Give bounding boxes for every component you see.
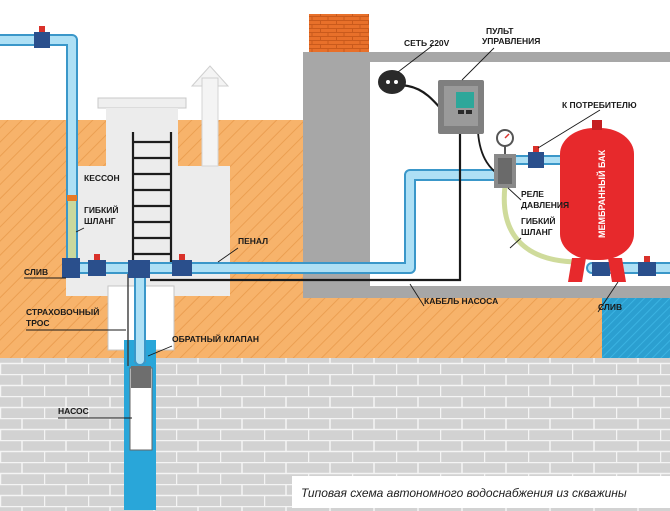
power-socket-icon bbox=[378, 70, 406, 94]
well bbox=[107, 285, 175, 510]
label-hose-left-2: ШЛАНГ bbox=[84, 216, 116, 226]
label-drain-right: СЛИВ bbox=[598, 302, 622, 312]
valve-consumer-handle bbox=[533, 146, 539, 152]
valve-caisson-2-handle bbox=[179, 254, 185, 260]
label-hose-right-1: ГИБКИЙ bbox=[521, 215, 555, 226]
fitting-left bbox=[67, 195, 77, 201]
label-relay-2: ДАВЛЕНИЯ bbox=[521, 200, 569, 210]
membrane-tank bbox=[560, 120, 634, 282]
pipes bbox=[0, 34, 670, 366]
valve-caisson-1-handle bbox=[94, 254, 100, 260]
valve-consumer bbox=[528, 152, 544, 168]
labels: КЕССОН ГИБКИЙ ШЛАНГ СЛИВ СТРАХОВОЧНЫЙ ТР… bbox=[24, 26, 637, 416]
label-panel-2: УПРАВЛЕНИЯ bbox=[482, 36, 540, 46]
label-pump: НАСОС bbox=[58, 406, 89, 416]
label-hose-left-1: ГИБКИЙ bbox=[84, 204, 118, 215]
caisson-lid bbox=[97, 97, 187, 109]
label-tank: МЕМБРАННЫЙ БАК bbox=[596, 149, 607, 238]
label-kesson: КЕССОН bbox=[84, 173, 120, 183]
label-relay-1: РЕЛЕ bbox=[521, 189, 544, 199]
label-power: СЕТЬ 220V bbox=[404, 38, 450, 48]
valve-drain-left bbox=[62, 258, 80, 278]
valve-caisson-1 bbox=[88, 260, 106, 276]
caption-box: Типовая схема автономного водоснабжения … bbox=[292, 476, 670, 508]
vent-pipe bbox=[201, 77, 219, 167]
ladder bbox=[131, 132, 173, 262]
valve-top-left-handle bbox=[39, 26, 45, 32]
label-casing: ПЕНАЛ bbox=[238, 236, 268, 246]
valves bbox=[34, 26, 656, 278]
pressure-relay bbox=[494, 129, 516, 188]
label-pump-cable: КАБЕЛЬ НАСОСА bbox=[424, 296, 498, 306]
valve-tee bbox=[128, 260, 150, 278]
leader-lines bbox=[24, 45, 619, 419]
pump-head bbox=[131, 366, 151, 388]
label-check-valve: ОБРАТНЫЙ КЛАПАН bbox=[172, 333, 259, 344]
control-panel bbox=[438, 80, 484, 134]
valve-caisson-2 bbox=[172, 260, 192, 276]
label-panel-1: ПУЛЬТ bbox=[486, 26, 514, 36]
label-to-consumer: К ПОТРЕБИТЕЛЮ bbox=[562, 100, 637, 110]
label-rope-1: СТРАХОВОЧНЫЙ bbox=[26, 306, 99, 317]
drain-water bbox=[602, 298, 670, 358]
vent-arrow bbox=[190, 65, 230, 87]
label-rope-2: ТРОС bbox=[26, 318, 50, 328]
valve-top-left bbox=[34, 32, 50, 48]
label-hose-right-2: ШЛАНГ bbox=[521, 227, 553, 237]
label-drain-left: СЛИВ bbox=[24, 267, 48, 277]
valve-tank-2-handle bbox=[644, 256, 650, 262]
caption-text: Типовая схема автономного водоснабжения … bbox=[301, 486, 627, 500]
valve-tank-2 bbox=[638, 262, 656, 276]
valve-tank-1 bbox=[592, 262, 610, 276]
